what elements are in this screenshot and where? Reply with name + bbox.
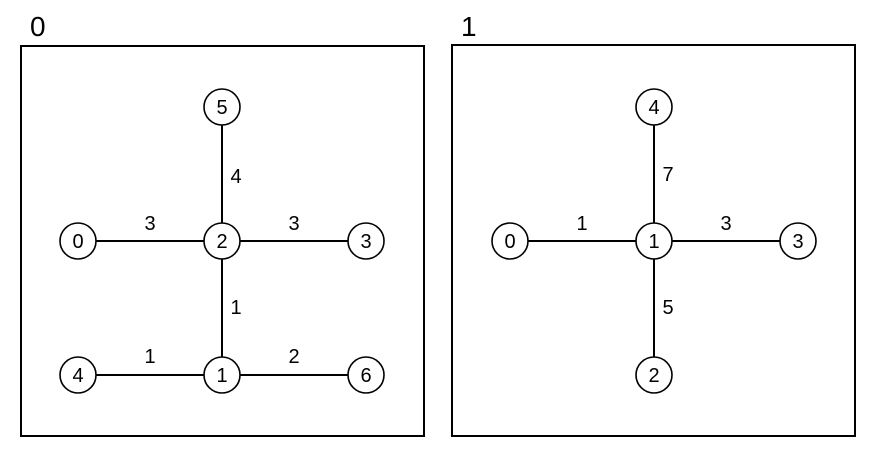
panel-title: 1 [461,11,477,42]
edge-weight: 7 [662,164,673,186]
edge-weight: 2 [288,346,299,368]
node-label: 3 [360,231,371,253]
node-label: 2 [216,231,227,253]
node-circle [491,222,529,260]
edge-weight: 5 [662,297,673,319]
node-label: 2 [648,365,659,387]
node-label: 0 [72,231,83,253]
graph-node: 1 [635,222,673,260]
edge-weight: 1 [576,213,587,235]
node-circle [59,356,97,394]
graph-node: 2 [635,356,673,394]
graph-node: 6 [347,356,385,394]
graph-node: 3 [347,222,385,260]
graph-node: 1 [203,356,241,394]
graph-node: 4 [59,356,97,394]
panel-title: 0 [30,11,46,42]
node-label: 1 [216,365,227,387]
node-circle [347,356,385,394]
node-label: 1 [648,231,659,253]
edge-weight: 1 [144,346,155,368]
edge-weight: 1 [230,297,241,319]
node-circle [203,356,241,394]
panel-frame [20,45,425,437]
panel-frame [451,44,856,437]
graph-node: 0 [491,222,529,260]
edge-weight: 3 [144,213,155,235]
graph-node: 2 [203,222,241,260]
node-circle [347,222,385,260]
node-circle [635,88,673,126]
edge-weight: 4 [230,166,241,188]
graph-node: 3 [779,222,817,260]
node-circle [203,88,241,126]
panel-1: 1 1 3 7 5 4 0 1 3 2 [451,11,856,437]
node-label: 6 [360,365,371,387]
node-circle [203,222,241,260]
node-label: 5 [216,97,227,119]
graph-node: 0 [59,222,97,260]
node-circle [635,222,673,260]
node-circle [779,222,817,260]
panel-0: 0 3 3 4 1 1 2 5 0 2 3 [20,11,425,437]
graph-node: 5 [203,88,241,126]
node-label: 3 [792,231,803,253]
node-label: 4 [648,97,659,119]
node-label: 4 [72,365,83,387]
node-circle [59,222,97,260]
edge-weight: 3 [720,213,731,235]
node-circle [635,356,673,394]
node-label: 0 [504,231,515,253]
graph-node: 4 [635,88,673,126]
edge-weight: 3 [288,213,299,235]
